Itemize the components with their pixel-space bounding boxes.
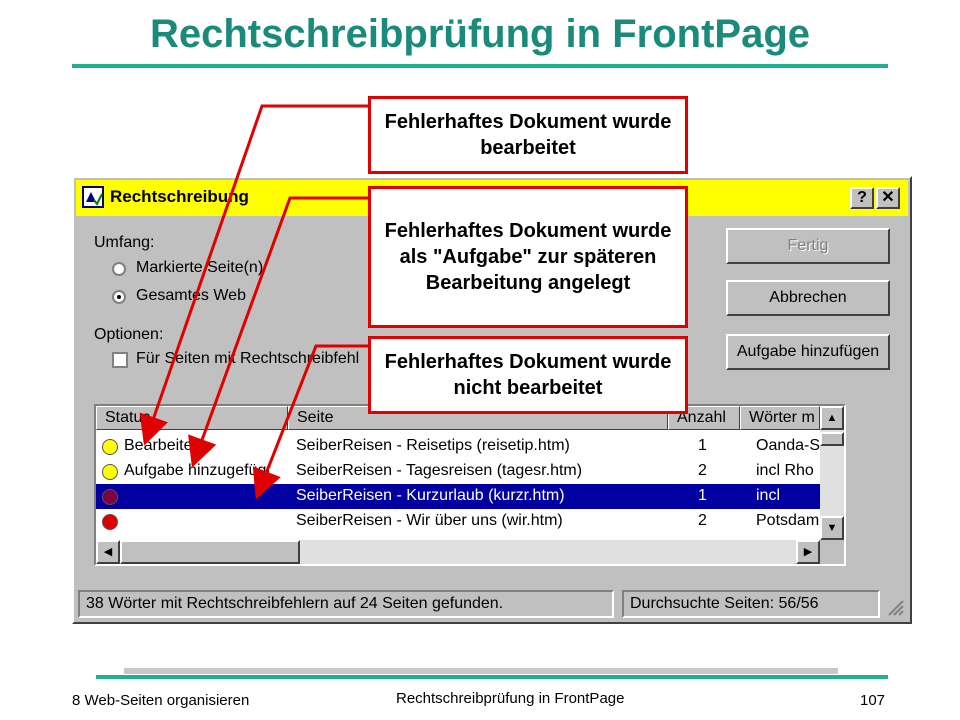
row-page: SeiberReisen - Tagesreisen (tagesr.htm) <box>296 462 583 479</box>
column-header-count[interactable]: Anzahl <box>668 406 740 430</box>
row-words: incl <box>756 487 781 504</box>
radio-selected-pages[interactable] <box>112 262 126 276</box>
row-page: SeiberReisen - Wir über uns (wir.htm) <box>296 512 563 529</box>
close-button[interactable]: ✕ <box>876 187 900 209</box>
row-words: Potsdam <box>756 512 820 529</box>
callout-edited: Fehlerhaftes Dokument wurde bearbeitet <box>368 96 688 174</box>
row-page: SeiberReisen - Kurzurlaub (kurzr.htm) <box>296 487 565 504</box>
add-task-button[interactable]: Aufgabe hinzufügen <box>726 334 890 370</box>
help-button[interactable]: ? <box>850 187 874 209</box>
column-header-words[interactable]: Wörter m <box>740 406 820 430</box>
scroll-right-icon[interactable]: ▶ <box>796 540 820 564</box>
status-pages-searched: Durchsuchte Seiten: 56/56 <box>622 590 880 618</box>
footer-rule <box>96 675 888 679</box>
task-checkbox[interactable] <box>112 352 128 368</box>
horizontal-scroll-thumb[interactable] <box>120 540 300 564</box>
scroll-thumb[interactable] <box>820 432 844 446</box>
scroll-up-icon[interactable]: ▲ <box>820 406 844 430</box>
task-checkbox-label[interactable]: Für Seiten mit Rechtschreibfehl <box>136 350 360 367</box>
vertical-scrollbar[interactable]: ▲ ▼ <box>820 406 844 540</box>
table-row[interactable]: Bearbeitet SeiberReisen - Reisetips (rei… <box>96 434 820 459</box>
page-number: 107 <box>860 692 886 709</box>
cancel-button[interactable]: Abbrechen <box>726 280 890 316</box>
status-bar: 38 Wörter mit Rechtschreibfehlern auf 24… <box>78 590 906 620</box>
status-message: 38 Wörter mit Rechtschreibfehlern auf 24… <box>78 590 614 618</box>
footer-topic: Rechtschreibprüfung in FrontPage <box>396 690 625 707</box>
row-words: Oanda-S <box>756 437 820 454</box>
radio-whole-web[interactable] <box>112 290 126 304</box>
row-count: 1 <box>698 437 707 454</box>
row-words: incl Rho <box>756 462 814 479</box>
row-page: SeiberReisen - Reisetips (reisetip.htm) <box>296 437 570 454</box>
row-count: 1 <box>698 487 707 504</box>
status-dot-icon <box>102 514 118 530</box>
done-button[interactable]: Fertig <box>726 228 890 264</box>
title-rule <box>72 64 888 68</box>
scroll-corner <box>820 540 844 564</box>
table-row[interactable]: Aufgabe hinzugefügt SeiberReisen - Tages… <box>96 459 820 484</box>
table-row[interactable]: SeiberReisen - Kurzurlaub (kurzr.htm) 1 … <box>96 484 820 509</box>
footer-shadow <box>124 668 838 674</box>
row-status: Aufgabe hinzugefügt <box>124 462 271 479</box>
spelling-app-icon <box>82 186 104 208</box>
table-row[interactable]: SeiberReisen - Wir über uns (wir.htm) 2 … <box>96 509 820 534</box>
row-count: 2 <box>698 512 707 529</box>
column-header-status[interactable]: Status <box>96 406 288 430</box>
status-dot-icon <box>102 489 118 505</box>
footer-chapter: 8 Web-Seiten organisieren <box>72 692 250 709</box>
options-label: Optionen: <box>94 326 164 343</box>
slide-title: Rechtschreibprüfung in FrontPage <box>149 12 811 56</box>
radio-whole-web-label[interactable]: Gesamtes Web <box>136 287 246 304</box>
resize-grip-icon[interactable] <box>886 598 904 616</box>
scroll-down-icon[interactable]: ▼ <box>820 516 844 540</box>
horizontal-scrollbar[interactable]: ◀ ▶ <box>96 540 820 564</box>
status-dot-icon <box>102 439 118 455</box>
dialog-title: Rechtschreibung <box>110 187 249 206</box>
row-count: 2 <box>698 462 707 479</box>
radio-selected-pages-label[interactable]: Markierte Seite(n) <box>136 259 264 276</box>
row-status: Bearbeitet <box>124 437 197 454</box>
callout-task: Fehlerhaftes Dokument wurde als "Aufgabe… <box>368 186 688 328</box>
scope-label: Umfang: <box>94 234 155 251</box>
status-dot-icon <box>102 464 118 480</box>
callout-not-edited: Fehlerhaftes Dokument wurde nicht bearbe… <box>368 336 688 414</box>
results-list[interactable]: Status Seite Anzahl Wörter m Bearbeitet … <box>94 404 846 566</box>
scroll-left-icon[interactable]: ◀ <box>96 540 120 564</box>
